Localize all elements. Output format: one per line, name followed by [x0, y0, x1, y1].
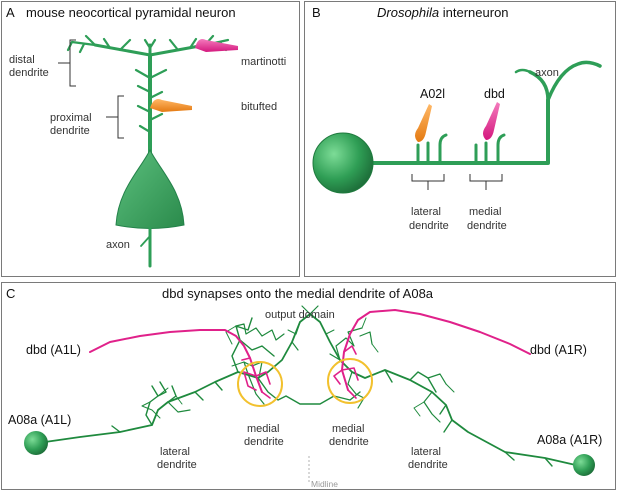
dbd-left-label: dbd (A1L) — [26, 343, 81, 357]
pyramidal-neuron — [66, 34, 230, 268]
synapse-circle-right — [327, 358, 373, 404]
lateral-dendrite-label-2: dendrite — [409, 220, 449, 232]
dbd-label-b: dbd — [484, 87, 505, 101]
lateral-dendrite-label-1: lateral — [411, 206, 441, 218]
panel-c-letter: C — [6, 286, 15, 301]
interneuron-soma — [312, 132, 374, 194]
panel-b-letter: B — [312, 5, 321, 20]
a08a-left-soma — [24, 431, 48, 455]
proximal-dendrite-label-1: proximal — [50, 112, 92, 124]
dbd-input — [483, 102, 500, 140]
axon-label-a: axon — [106, 239, 130, 251]
martinotti-label: martinotti — [241, 56, 286, 68]
bitufted-label: bitufted — [241, 101, 277, 113]
distal-dendrite-label-2: dendrite — [9, 67, 49, 79]
panel-c-frame — [1, 282, 616, 490]
medial-right-label-1: medial — [332, 423, 364, 435]
panel-b-title: Drosophila interneuron — [377, 5, 509, 20]
distal-dendrite-label-1: distal — [9, 54, 35, 66]
proximal-bracket — [106, 95, 124, 139]
proximal-dendrite-label-2: dendrite — [50, 125, 90, 137]
medial-dendrite-label-2: dendrite — [467, 220, 507, 232]
medial-bracket — [469, 174, 503, 190]
a08a-right-label: A08a (A1R) — [537, 433, 602, 447]
lateral-bracket — [411, 174, 445, 190]
medial-left-label-2: dendrite — [244, 436, 284, 448]
a02l-input — [415, 104, 432, 142]
bitufted-input — [150, 99, 192, 112]
panel-b-title-rest: interneuron — [439, 5, 508, 20]
lateral-right-label-1: lateral — [411, 446, 441, 458]
distal-bracket — [58, 39, 76, 87]
axon-label-b: axon — [535, 67, 559, 79]
a08a-right-soma — [573, 454, 595, 476]
panel-c-title: dbd synapses onto the medial dendrite of… — [162, 286, 434, 301]
panel-b-title-italic: Drosophila — [377, 5, 439, 20]
lateral-right-label-2: dendrite — [408, 459, 448, 471]
dbd-right-label: dbd (A1R) — [530, 343, 587, 357]
panel-a: A mouse neocortical pyramidal neuron dis… — [1, 1, 300, 277]
panel-c: C dbd synapses onto the medial dendrite … — [1, 282, 616, 490]
panel-a-title: mouse neocortical pyramidal neuron — [26, 5, 236, 20]
martinotti-input — [195, 39, 238, 52]
lateral-left-label-1: lateral — [160, 446, 190, 458]
midline-label: Midline — [311, 479, 338, 489]
lateral-left-label-2: dendrite — [157, 459, 197, 471]
synapse-circle-left — [237, 361, 283, 407]
a08a-left-label: A08a (A1L) — [8, 413, 71, 427]
output-domain-label: output domain — [265, 309, 335, 321]
panel-a-letter: A — [6, 5, 15, 20]
medial-dendrite-label-1: medial — [469, 206, 501, 218]
panel-b: B Drosophila interneuron A02l dbd axon l… — [304, 1, 616, 277]
interneuron — [312, 60, 602, 194]
medial-left-label-1: medial — [247, 423, 279, 435]
a02l-label: A02l — [420, 87, 445, 101]
medial-right-label-2: dendrite — [329, 436, 369, 448]
